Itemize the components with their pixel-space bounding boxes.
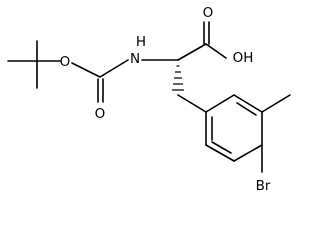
atom-amine-n: N: [130, 51, 140, 67]
stereo-hashed-bond: [171, 65, 185, 91]
atom-carbonyl-oxygen: O: [203, 5, 214, 21]
bond-ring-methyl: [261, 94, 291, 113]
bond-o-carbonyl-c: [71, 62, 101, 78]
carboxylic-acid: O OH: [177, 5, 254, 66]
atom-boc-carbonyl-oxygen: O: [95, 106, 106, 122]
benzene-ring: [205, 94, 263, 162]
ring-bond-1: [205, 94, 235, 113]
bond-c-oh: [205, 43, 227, 59]
ring-bond-4: [233, 144, 263, 162]
ring-double-1: [236, 102, 257, 116]
ring-bond-2: [233, 94, 263, 113]
atom-bromine: Br: [256, 178, 271, 194]
ring-double-2: [211, 141, 232, 154]
bromine-substituent: Br: [256, 144, 271, 194]
bond-ch2-ring: [177, 94, 207, 113]
atom-hydroxyl: OH: [233, 50, 254, 66]
molecule-drawing: O O H N O OH: [7, 5, 291, 194]
ring-bond-5: [205, 144, 235, 162]
bond-alpha-c-cooh: [177, 43, 207, 61]
tert-butyl-group: [7, 40, 61, 89]
bond-boc-c-n: [99, 59, 129, 78]
amine-group: H N: [130, 34, 179, 67]
structure-diagram: O O H N O OH: [7, 5, 291, 194]
boc-carbamate: O O: [60, 54, 129, 122]
atom-boc-ester-oxygen: O: [60, 54, 71, 70]
atom-amine-h: H: [136, 34, 146, 50]
